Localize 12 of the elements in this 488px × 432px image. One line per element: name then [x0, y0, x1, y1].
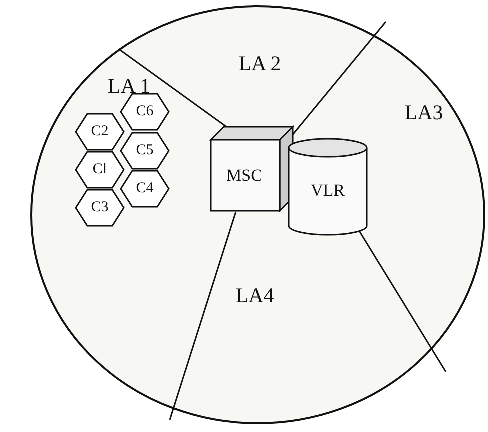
node-label: VLR [310, 181, 346, 201]
node-label: MSC [226, 166, 264, 186]
node-label: C3 [90, 200, 110, 216]
area-label: LA3 [404, 100, 444, 126]
area-label: LA 1 [108, 74, 151, 99]
node-label: C6 [135, 104, 155, 120]
node-label: Cl [92, 162, 108, 178]
node-label: C5 [135, 142, 155, 160]
node-label: C2 [90, 124, 110, 140]
area-label: LA 2 [238, 52, 282, 76]
area-label: LA4 [234, 284, 276, 308]
node-label: C4 [135, 180, 155, 198]
